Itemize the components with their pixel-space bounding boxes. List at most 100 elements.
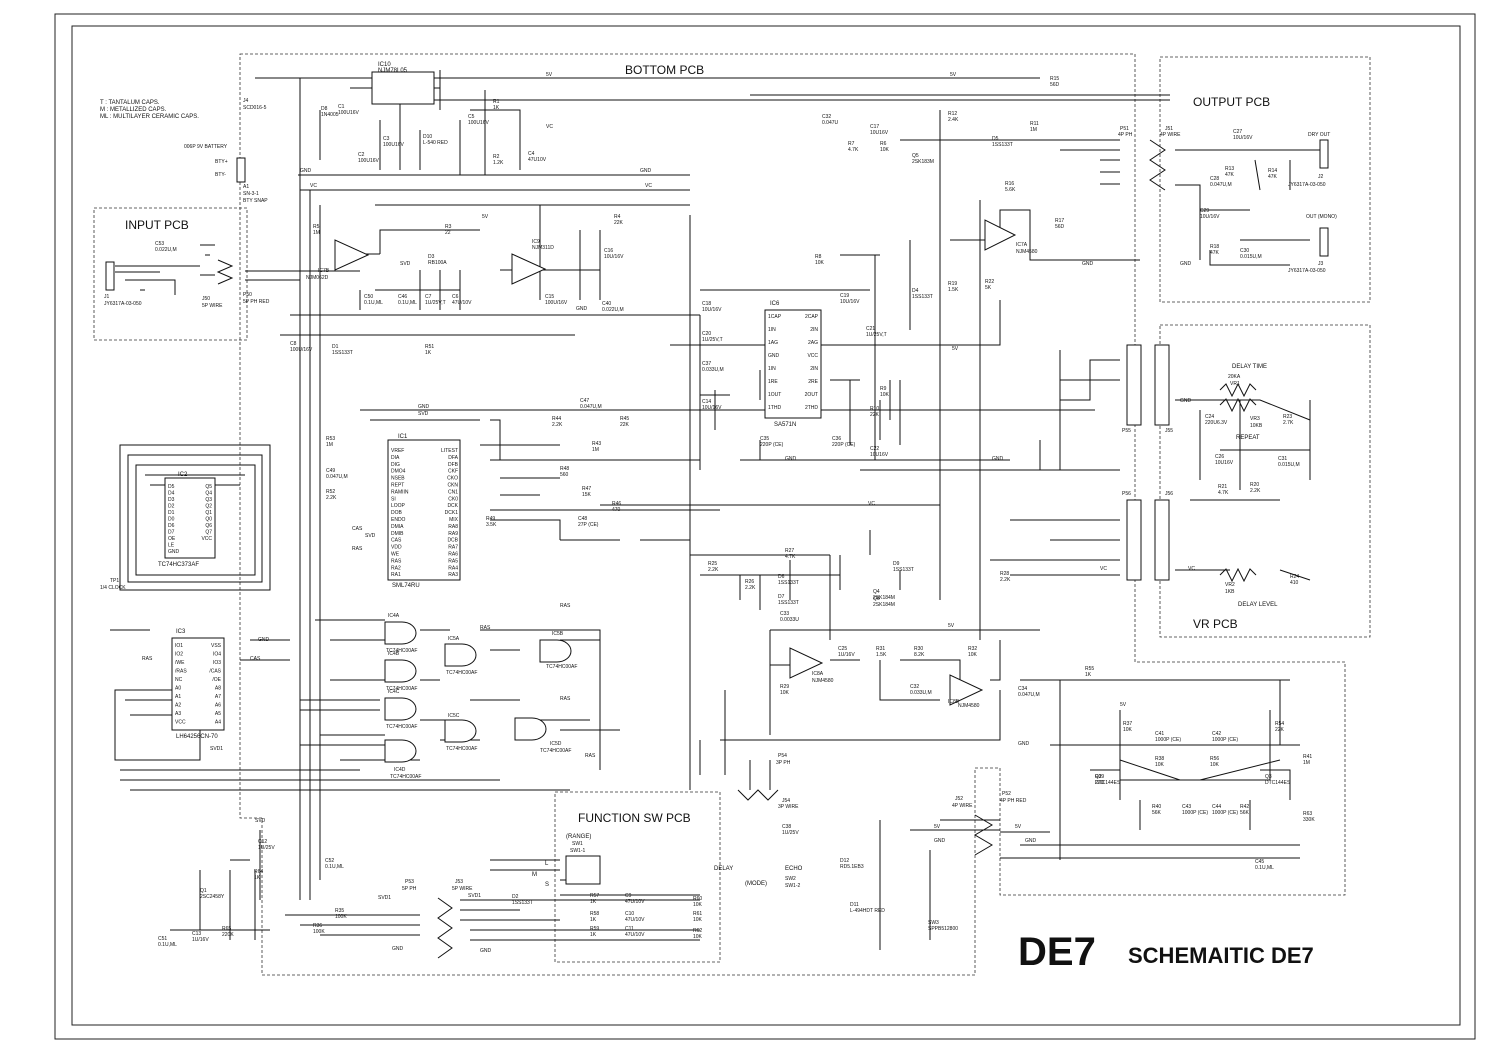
ic-pin-label: CKN [447, 483, 458, 489]
svg-text:GND: GND [418, 404, 430, 410]
part-value: 3.5K [486, 522, 497, 528]
svg-text:5V: 5V [948, 623, 955, 629]
part-value: 100U16V [338, 110, 360, 116]
part-designator: C11 [625, 926, 634, 932]
part-designator: R39 [1095, 774, 1104, 780]
part-value: 1M [1030, 127, 1037, 133]
svg-text:IC8A: IC8A [812, 671, 824, 677]
part-designator: C10 [625, 911, 634, 917]
svg-text:P56: P56 [1122, 491, 1131, 497]
part-value: 100U/16V [290, 347, 313, 353]
part-designator: C27 [1233, 129, 1242, 135]
part-designator: C4 [528, 151, 535, 157]
ic-pin-label: MIX [449, 517, 459, 523]
part-designator: R43 [592, 441, 601, 447]
part-designator: R38 [1155, 756, 1164, 762]
ic-pin-label: GND [168, 549, 180, 555]
part-designator: D10 [423, 134, 432, 140]
part-value: L-494HDT RED [850, 908, 885, 914]
svg-text:GND: GND [1180, 398, 1192, 404]
part-designator: R63 [1303, 811, 1312, 817]
cap-legend: T : TANTALUM CAPS. M : METALLIZED CAPS. … [100, 100, 199, 120]
ic-pin-label: DMIA [391, 524, 404, 530]
svg-text:VC: VC [310, 183, 317, 189]
part-designator: C29 [1200, 208, 1209, 214]
svg-text:NJM4580: NJM4580 [812, 678, 834, 684]
legend-line: ML : MULTILAYER CERAMIC CAPS. [100, 114, 199, 120]
svg-text:RAS: RAS [560, 603, 571, 609]
svg-text:NJM311D: NJM311D [532, 245, 554, 251]
part-designator: C28 [1210, 176, 1219, 182]
part-designator: R2 [493, 154, 500, 160]
part-value: 10K [693, 902, 703, 908]
part-value: 10K [693, 934, 703, 940]
part-designator: C42 [1212, 731, 1221, 737]
ic-pin-label: 2CAP [805, 314, 819, 320]
part-designator: R28 [1000, 571, 1009, 577]
svg-text:1KB: 1KB [1225, 589, 1235, 595]
svg-text:DELAY: DELAY [714, 866, 733, 872]
part-value: 2.2K [1250, 488, 1261, 494]
part-value: 10K [815, 260, 825, 266]
svg-text:IC4D: IC4D [394, 767, 406, 773]
part-value: DTC144ES [1265, 780, 1291, 786]
part-designator: R54 [1275, 721, 1284, 727]
svg-text:NJM78L05: NJM78L05 [378, 68, 408, 74]
section-vr-pcb: VR PCB [1193, 617, 1238, 631]
svg-text:RAS: RAS [352, 546, 363, 552]
part-designator: R41 [1303, 754, 1312, 760]
part-value: 100U16V [358, 158, 380, 164]
part-value: 1000P (CE) [1182, 810, 1208, 816]
ic-pin-label: CKO [447, 476, 458, 482]
part-designator: C49 [326, 468, 335, 474]
svg-text:GND: GND [992, 456, 1004, 462]
ic-pin-label: LE [168, 543, 175, 549]
input-jack: J1 JY6317A-03-050 [104, 261, 142, 307]
part-value: 1M [1303, 760, 1310, 766]
svg-text:LH64256CN-70: LH64256CN-70 [176, 734, 218, 740]
part-designator: R22 [985, 279, 994, 285]
svg-text:IC5B: IC5B [552, 631, 564, 637]
svg-text:SA571N: SA571N [774, 422, 796, 428]
part-designator: C37 [702, 361, 711, 367]
ic-pin-label: 1IN [768, 366, 776, 372]
svg-text:SW1: SW1 [572, 841, 583, 847]
part-value: 0.022U,M [155, 247, 177, 253]
svg-text:GND: GND [1018, 741, 1030, 747]
ic-pin-label: A3 [175, 711, 181, 717]
part-designator: D7 [778, 594, 785, 600]
part-designator: R45 [620, 416, 629, 422]
svg-text:TC74HC00AF: TC74HC00AF [446, 746, 477, 752]
svg-text:IC4B: IC4B [388, 651, 400, 657]
svg-text:GND: GND [300, 168, 312, 174]
part-designator: D1 [332, 344, 339, 350]
part-value: 1K [1085, 672, 1092, 678]
svg-text:20KA: 20KA [1228, 374, 1241, 380]
part-designator: R1 [493, 99, 500, 105]
part-designator: Q3 [1265, 774, 1272, 780]
part-value: 560 [560, 472, 569, 478]
part-value: 1000P (CE) [1212, 737, 1238, 743]
part-value: 2SK184M [873, 602, 895, 608]
part-designator: Q6 [873, 596, 880, 602]
part-designator: C26 [1215, 454, 1224, 460]
part-value: 1K [493, 105, 500, 111]
part-designator: R7 [848, 141, 855, 147]
svg-text:5P WIRE: 5P WIRE [452, 886, 473, 892]
ic-pin-label: A7 [215, 694, 221, 700]
svg-text:1/4 CLOCK: 1/4 CLOCK [100, 585, 126, 591]
part-designator: R30 [914, 646, 923, 652]
part-value: 0.022U,M [602, 307, 624, 313]
svg-text:IC7B: IC7B [318, 268, 330, 274]
part-value: 2.7K [1283, 420, 1294, 426]
ic-pin-label: D4 [168, 491, 175, 497]
ic-pin-label: DOB [391, 510, 403, 516]
part-designator: R60 [693, 896, 702, 902]
part-designator: R18 [1210, 244, 1219, 250]
part-value: 1U/25V,T [702, 337, 723, 343]
part-value: 10U16V [1215, 460, 1234, 466]
svg-text:J54: J54 [782, 798, 790, 804]
part-designator: R21 [1218, 484, 1227, 490]
part-value: 0.1U,ML [325, 864, 344, 870]
part-designator: C51 [158, 936, 167, 942]
